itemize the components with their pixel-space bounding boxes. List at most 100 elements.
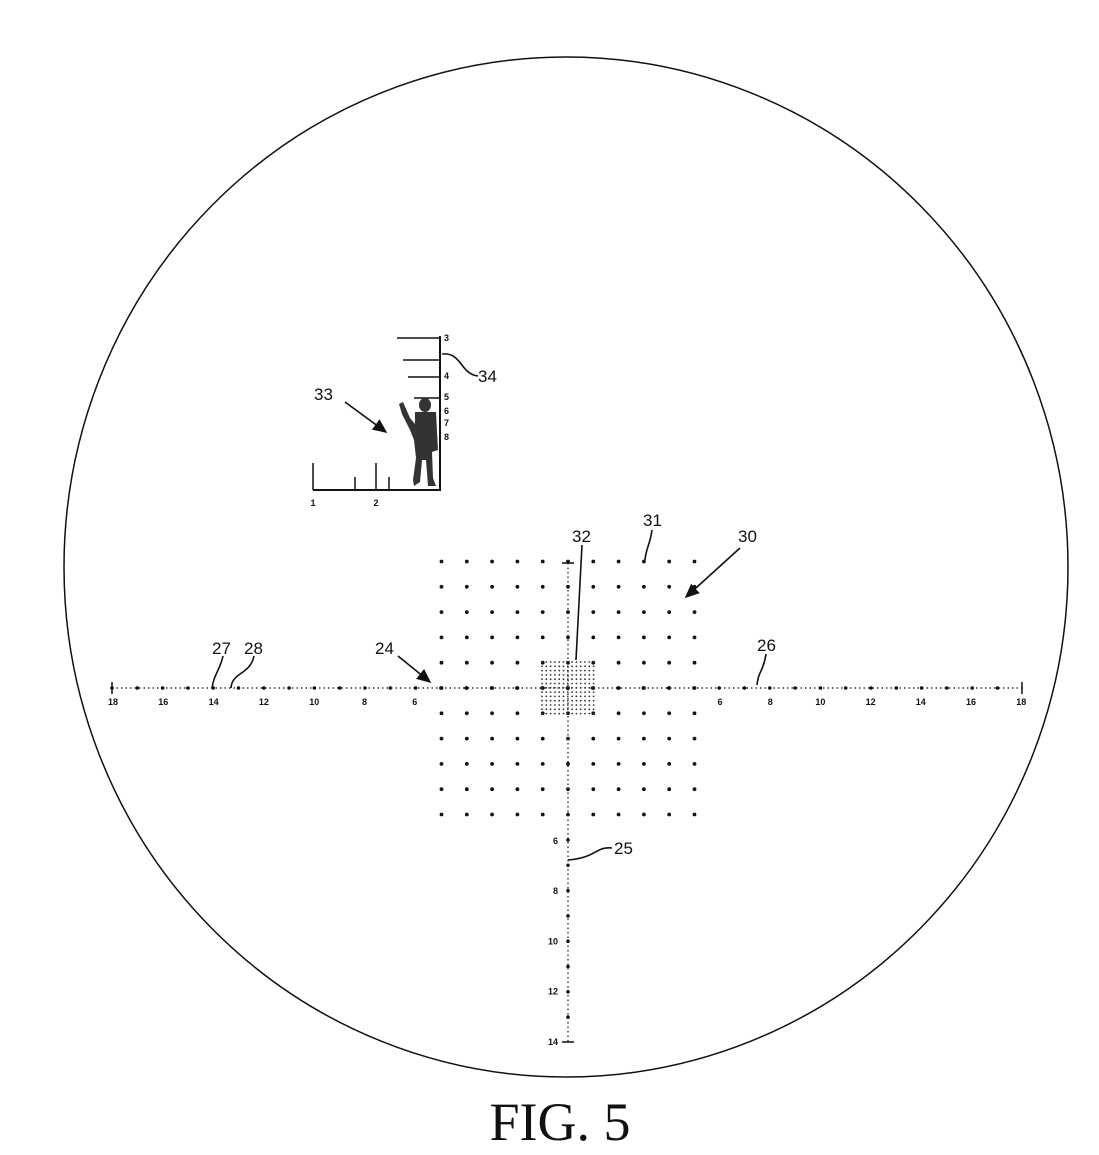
center-fine-dot [554, 686, 556, 689]
vertical-tick-label: 10 [548, 936, 558, 946]
center-fine-dot [584, 682, 586, 685]
leader-arrow-24 [397, 655, 432, 684]
center-fine-dot [571, 665, 573, 668]
grid-dot [566, 812, 570, 817]
grid-dot [439, 660, 444, 665]
grid-dot [692, 736, 697, 741]
grid-dot [692, 559, 697, 564]
center-fine-dot [571, 699, 573, 702]
grid-dot [464, 635, 469, 640]
center-fine-dot [562, 704, 565, 706]
horizontal-mil-dot [818, 686, 823, 690]
center-fine-dot [575, 699, 578, 702]
center-fine-dot [566, 678, 569, 681]
grid-dot [515, 812, 520, 817]
grid-dot [591, 762, 596, 766]
center-fine-dot [558, 678, 561, 681]
center-fine-dot [579, 665, 582, 668]
center-fine-dot [584, 661, 586, 663]
grid-dot [566, 584, 570, 589]
grid-dot [692, 660, 697, 665]
range-label: 8 [444, 432, 449, 442]
grid-dot [439, 635, 444, 640]
grid-dot [667, 762, 672, 766]
grid-dot [464, 736, 469, 741]
grid-dot [667, 660, 672, 665]
ref-27: 27 [212, 639, 231, 658]
center-fine-dot [584, 704, 586, 706]
grid-dot [490, 711, 494, 716]
grid-dot [616, 660, 621, 665]
horizontal-mil-dot [995, 686, 1000, 690]
grid-dot [490, 787, 494, 792]
center-fine-dot [549, 695, 552, 698]
horizontal-mil-dot [717, 686, 721, 690]
center-fine-dot [549, 661, 552, 663]
grid-dot [616, 762, 621, 766]
center-fine-dot [566, 695, 569, 698]
horizontal-tick-label: 6 [717, 697, 722, 707]
ref-33: 33 [314, 385, 333, 404]
horizontal-mil-dot [160, 686, 165, 690]
center-fine-dot [554, 682, 556, 685]
center-fine-dot [588, 686, 591, 689]
center-fine-dot [584, 678, 586, 681]
grid-dot [642, 584, 646, 589]
center-fine-dot [588, 674, 591, 676]
grid-dot [540, 610, 545, 614]
center-fine-dot [592, 695, 595, 698]
center-fine-dot [575, 708, 578, 711]
leader-line-32 [575, 544, 583, 661]
leader-arrow-30 [684, 547, 741, 599]
horizontal-mil-dot [413, 686, 418, 690]
grid-dot [439, 559, 444, 564]
grid-dot [490, 584, 494, 589]
soldier-silhouette [399, 398, 438, 486]
center-fine-dot [579, 678, 582, 681]
grid-dot [667, 584, 672, 589]
vertical-tick-label: 8 [553, 886, 558, 896]
grid-dot [540, 635, 545, 640]
grid-dot [591, 584, 596, 589]
center-fine-dot [566, 682, 569, 685]
grid-dot [490, 762, 494, 766]
grid-dot [464, 660, 469, 665]
center-fine-dot [558, 661, 561, 663]
grid-dot [464, 584, 469, 589]
center-fine-dot [541, 686, 543, 689]
center-fine-dot [562, 712, 565, 715]
grid-dot [540, 559, 545, 564]
center-fine-dot [584, 686, 586, 689]
grid-dot [642, 711, 646, 716]
grid-dot [566, 787, 570, 792]
grid-dot [540, 584, 545, 589]
horizontal-tick-label: 18 [1016, 697, 1026, 707]
horizontal-mil-dot [869, 686, 873, 690]
horizontal-mil-dot [843, 686, 848, 690]
center-fine-dot [549, 699, 552, 702]
horizontal-tick-label: 10 [815, 697, 825, 707]
grid-dot [490, 812, 494, 817]
grid-dot [439, 584, 444, 589]
grid-dot [540, 812, 545, 817]
center-fine-dot [575, 695, 578, 698]
center-fine-dot [541, 708, 543, 711]
grid-dot [464, 559, 469, 564]
horizontal-tick-label: 8 [768, 697, 773, 707]
center-fine-dot [562, 678, 565, 681]
center-fine-dot [592, 708, 595, 711]
vertical-mil-dot [566, 914, 570, 918]
center-fine-dot [558, 699, 561, 702]
grid-dot [642, 812, 646, 817]
grid-dot [667, 711, 672, 716]
grid-dot [566, 736, 570, 741]
center-fine-dot [575, 712, 578, 715]
center-fine-dot [545, 695, 548, 698]
grid-dot [515, 686, 520, 690]
center-fine-dot [588, 704, 591, 706]
center-fine-dot [558, 674, 561, 676]
center-fine-dot [549, 708, 552, 711]
grid-dot [566, 610, 570, 614]
center-fine-dot [554, 674, 556, 676]
